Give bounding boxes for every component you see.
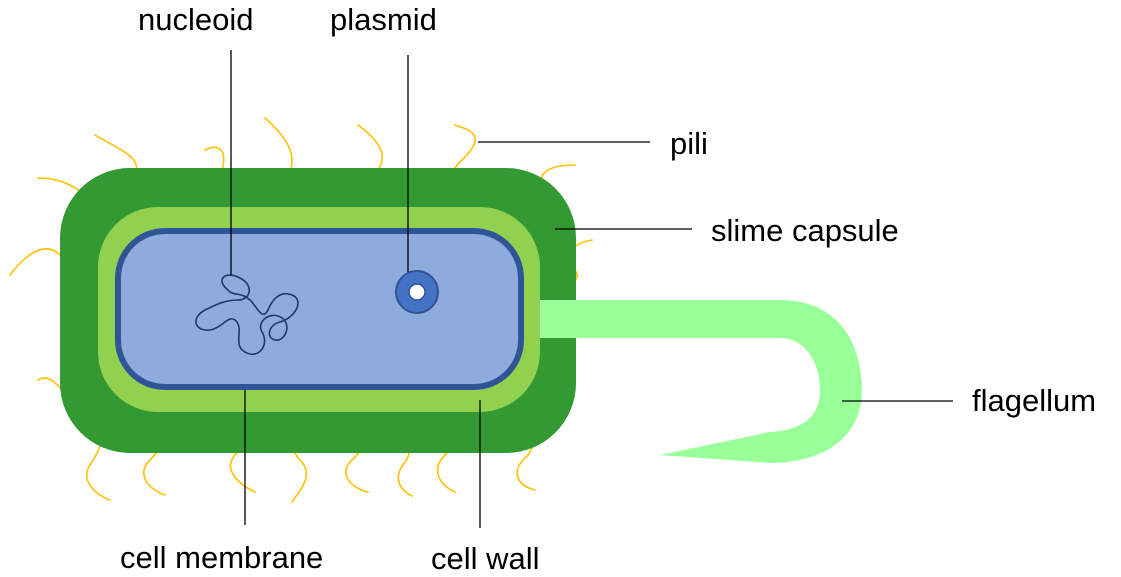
cytoplasm bbox=[121, 234, 518, 384]
plasmid-hole bbox=[409, 284, 425, 300]
label-flagellum: flagellum bbox=[972, 385, 1096, 416]
label-plasmid: plasmid bbox=[330, 4, 437, 35]
label-slime-capsule: slime capsule bbox=[711, 215, 899, 246]
label-nucleoid: nucleoid bbox=[138, 4, 253, 35]
label-pili: pili bbox=[670, 128, 708, 159]
flagellum bbox=[530, 300, 862, 463]
label-cell-membrane: cell membrane bbox=[120, 542, 323, 573]
label-cell-wall: cell wall bbox=[431, 543, 540, 574]
